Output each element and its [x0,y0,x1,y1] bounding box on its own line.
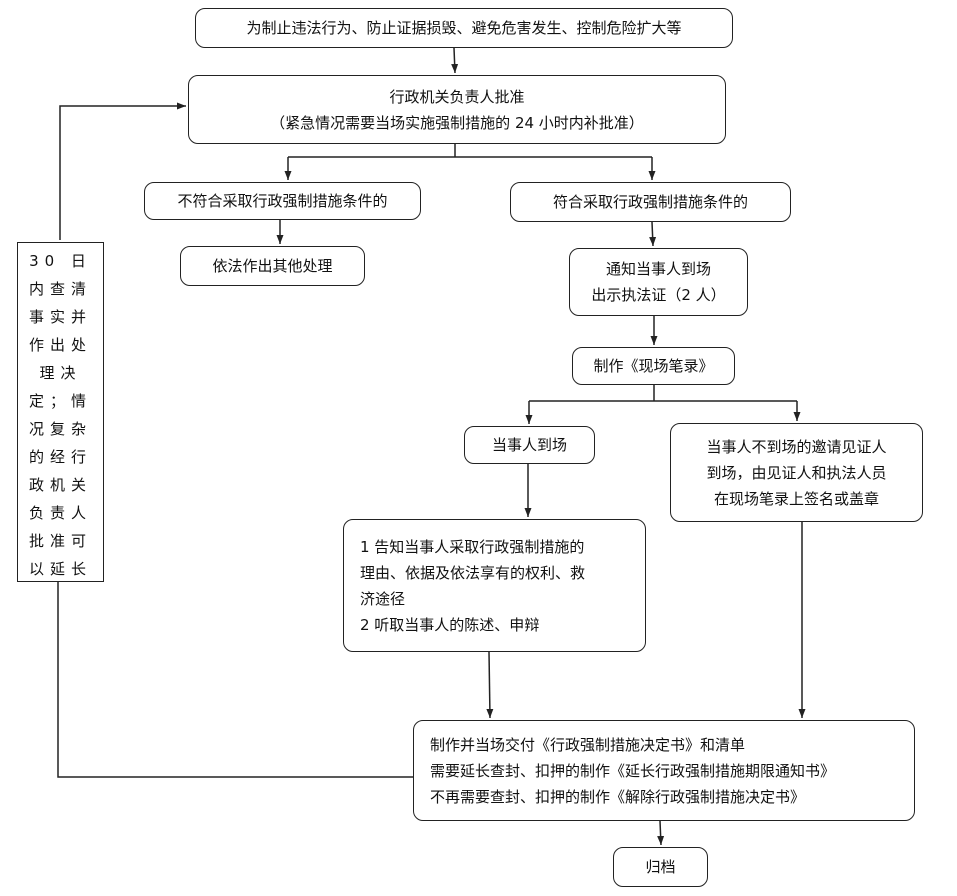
archive-box: 归档 [613,847,708,887]
approval-note: （紧急情况需要当场实施强制措施的 24 小时内补批准） [270,113,644,132]
decision-documents-box: 制作并当场交付《行政强制措施决定书》和清单 需要延长查封、扣押的制作《延长行政强… [413,720,915,821]
connector-n2-branch [288,144,652,158]
party-absent-line-1: 当事人不到场的邀请见证人 [706,437,887,456]
archive-text: 归档 [645,858,676,876]
party-absent-line-3: 在现场笔录上签名或盖章 [713,489,879,508]
notify-party-line-2: 出示执法证（2 人） [591,286,726,304]
deadline-text: 30 日内查清事实并作出处理决定；情况复杂的经行政机关负责人批准可以延长 [28,252,92,578]
trigger-box: 为制止违法行为、防止证据损毁、避免危害发生、控制危险扩大等 [195,8,733,48]
party-absent-box: 当事人不到场的邀请见证人 到场，由见证人和执法人员 在现场笔录上签名或盖章 [670,423,923,522]
party-absent-line-2: 到场，由见证人和执法人员 [706,463,887,482]
approval-box: 行政机关负责人批准 （紧急情况需要当场实施强制措施的 24 小时内补批准） [188,75,726,144]
deadline-box: 30 日内查清事实并作出处理决定；情况复杂的经行政机关负责人批准可以延长 [17,242,104,582]
other-handling-box: 依法作出其他处理 [180,246,365,286]
inform-party-box: 1 告知当事人采取行政强制措施的 理由、依据及依法享有的权利、救 济途径 2 听… [343,519,646,652]
connector-n7-branch [529,385,797,402]
loop-n12-n2 [59,102,186,240]
arrow-n4-n6 [649,221,657,247]
loop-n11-n12 [57,582,413,778]
decision-line-1: 制作并当场交付《行政强制措施决定书》和清单 [430,735,746,754]
not-qualified-box: 不符合采取行政强制措施条件的 [144,182,421,220]
decision-line-2: 需要延长查封、扣押的制作《延长行政强制措施期限通知书》 [430,761,836,780]
trigger-text: 为制止违法行为、防止证据损毁、避免危害发生、控制危险扩大等 [246,19,682,37]
not-qualified-text: 不符合采取行政强制措施条件的 [177,192,388,210]
decision-line-3: 不再需要查封、扣押的制作《解除行政强制措施决定书》 [430,787,806,806]
arrow-n11-n13 [657,820,665,846]
arrow-n10-n11 [486,651,494,719]
notify-party-box: 通知当事人到场 出示执法证（2 人） [569,248,748,316]
approval-title: 行政机关负责人批准 [389,87,525,106]
qualified-box: 符合采取行政强制措施条件的 [510,182,791,222]
qualified-text: 符合采取行政强制措施条件的 [552,193,748,211]
inform-party-line-1: 1 告知当事人采取行政强制措施的 [360,537,585,556]
inform-party-line-3: 济途径 [360,589,406,608]
other-handling-text: 依法作出其他处理 [212,257,333,275]
arrow-n1-n2 [451,47,459,74]
party-present-box: 当事人到场 [464,426,595,464]
party-present-text: 当事人到场 [491,436,567,454]
record-text: 制作《现场笔录》 [593,357,714,375]
inform-party-line-2: 理由、依据及依法享有的权利、救 [360,563,586,582]
record-box: 制作《现场笔录》 [572,347,735,385]
notify-party-line-1: 通知当事人到场 [605,260,711,278]
inform-party-line-4: 2 听取当事人的陈述、申辩 [360,615,540,634]
